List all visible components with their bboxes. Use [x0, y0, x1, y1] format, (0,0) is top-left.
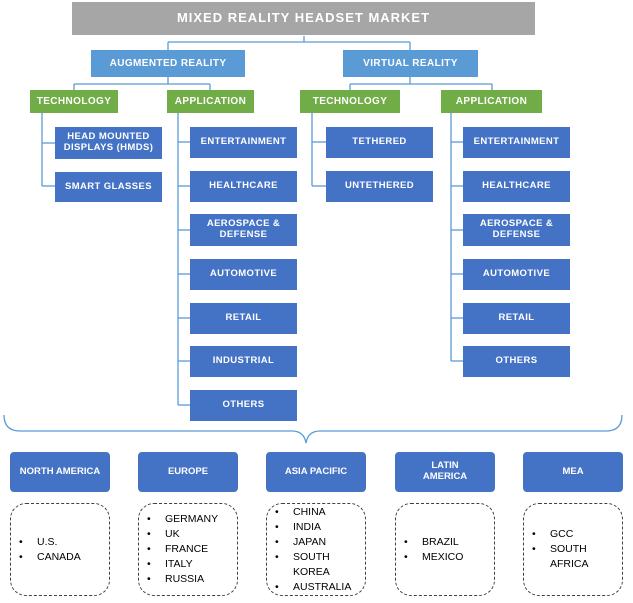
countries-north-america: U.S. CANADA: [10, 503, 110, 596]
region-asia-pacific: ASIA PACIFIC: [266, 452, 366, 492]
ar-app-others: OTHERS: [190, 390, 297, 421]
vr-app-automotive: AUTOMOTIVE: [463, 259, 570, 290]
region-europe: EUROPE: [138, 452, 238, 492]
country-item: INDIA: [275, 520, 353, 535]
ar-app-industrial: INDUSTRIAL: [190, 346, 297, 377]
vr-app-others: OTHERS: [463, 346, 570, 377]
countries-latin-america: BRAZIL MEXICO: [395, 503, 495, 596]
region-north-america: NORTH AMERICA: [10, 452, 110, 492]
country-item: SOUTH AFRICA: [532, 542, 598, 572]
region-brace: [3, 414, 623, 444]
page-title: MIXED REALITY HEADSET MARKET: [72, 2, 535, 35]
augmented-reality-node: AUGMENTED REALITY: [91, 50, 245, 77]
ar-tech-smart-glasses: SMART GLASSES: [55, 172, 162, 202]
country-item: SOUTH KOREA: [275, 550, 353, 580]
ar-tech-hmd: HEAD MOUNTED DISPLAYS (HMDs): [55, 127, 162, 159]
region-mea: MEA: [523, 452, 623, 492]
ar-app-automotive: AUTOMOTIVE: [190, 259, 297, 290]
vr-app-retail: RETAIL: [463, 303, 570, 334]
country-item: MEXICO: [404, 550, 464, 565]
ar-app-aerospace-defense: AEROSPACE & DEFENSE: [190, 214, 297, 246]
country-item: CHINA: [275, 505, 353, 520]
country-item: GERMANY: [147, 512, 218, 527]
virtual-reality-node: VIRTUAL REALITY: [343, 50, 478, 77]
vr-tech-untethered: UNTETHERED: [326, 171, 433, 202]
vr-app-aerospace-defense: AEROSPACE & DEFENSE: [463, 214, 570, 246]
vr-app-healthcare: HEALTHCARE: [463, 171, 570, 202]
country-item: ITALY: [147, 557, 218, 572]
countries-asia-pacific: CHINA INDIA JAPAN SOUTH KOREA AUSTRALIA: [266, 503, 366, 596]
vr-application-node: APPLICATION: [441, 90, 542, 113]
region-latin-america: LATIN AMERICA: [395, 452, 495, 492]
country-item: BRAZIL: [404, 535, 463, 550]
ar-app-healthcare: HEALTHCARE: [190, 171, 297, 202]
country-item: UK: [147, 527, 218, 542]
country-item: JAPAN: [275, 535, 353, 550]
country-item: RUSSIA: [147, 572, 218, 587]
country-item: AUSTRALIA: [275, 580, 353, 595]
vr-tech-tethered: TETHERED: [326, 127, 433, 158]
ar-technology-node: TECHNOLOGY: [30, 90, 118, 113]
ar-app-entertainment: ENTERTAINMENT: [190, 127, 297, 158]
country-item: CANADA: [19, 550, 81, 565]
countries-mea: GCC SOUTH AFRICA: [523, 503, 623, 596]
country-item: U.S.: [19, 535, 81, 550]
ar-application-node: APPLICATION: [167, 90, 254, 113]
vr-technology-node: TECHNOLOGY: [300, 90, 400, 113]
countries-europe: GERMANY UK FRANCE ITALY RUSSIA: [138, 503, 238, 596]
country-item: GCC: [532, 527, 598, 542]
vr-app-entertainment: ENTERTAINMENT: [463, 127, 570, 158]
ar-app-retail: RETAIL: [190, 303, 297, 334]
country-item: FRANCE: [147, 542, 218, 557]
